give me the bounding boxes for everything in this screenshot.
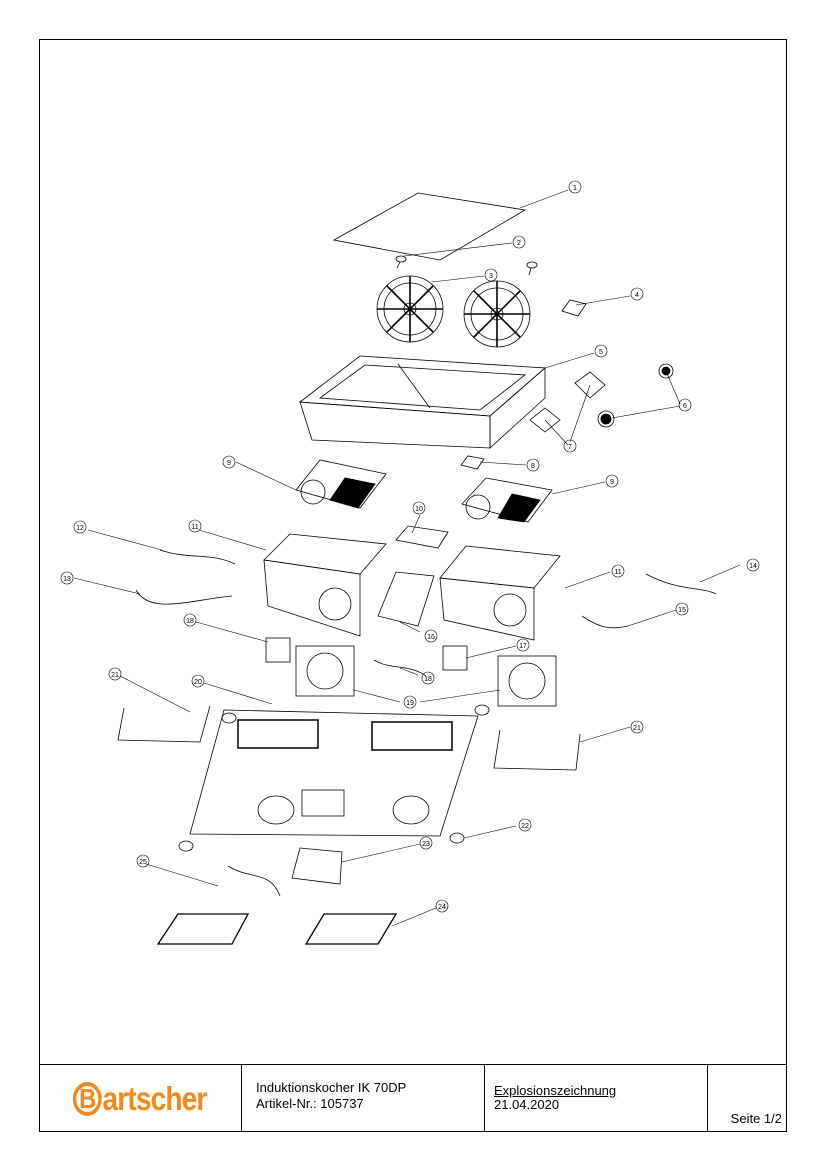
part-cable-25 bbox=[227, 865, 281, 897]
callout-9-left: 9 bbox=[227, 460, 231, 467]
callout-5: 5 bbox=[599, 349, 603, 356]
callout-8: 8 bbox=[531, 463, 535, 470]
callout-21-left: 21 bbox=[111, 672, 119, 679]
callout-6: 6 bbox=[683, 403, 687, 410]
part-coil-left bbox=[376, 275, 444, 343]
part-cover-plate bbox=[561, 299, 587, 317]
part-handle-left bbox=[117, 705, 211, 743]
callout-16: 16 bbox=[427, 634, 435, 641]
page-cell: Seite 1/2 bbox=[708, 1065, 787, 1132]
part-switch-plate-1 bbox=[574, 371, 606, 399]
product-name: Induktionskocher IK 70DP bbox=[256, 1080, 407, 1095]
callout-14: 14 bbox=[749, 563, 757, 570]
part-base-housing-right bbox=[439, 545, 561, 641]
part-cable-15 bbox=[581, 615, 629, 629]
part-base-housing-left bbox=[263, 533, 387, 637]
callout-circles bbox=[60, 180, 760, 913]
callout-21-right: 21 bbox=[633, 725, 641, 732]
part-coil-right bbox=[463, 280, 531, 348]
part-control-plate bbox=[377, 571, 435, 627]
part-small-sensor-left bbox=[395, 255, 407, 269]
part-handle-right bbox=[493, 729, 581, 771]
callout-25: 25 bbox=[139, 859, 147, 866]
part-foot-4 bbox=[449, 832, 465, 844]
callout-11-right: 11 bbox=[614, 569, 621, 576]
part-fan-left bbox=[265, 637, 291, 663]
part-cable-13 bbox=[135, 589, 233, 605]
part-housing bbox=[298, 355, 546, 449]
callout-15: 15 bbox=[678, 607, 686, 614]
part-foot-3 bbox=[178, 840, 194, 852]
callout-23: 23 bbox=[422, 841, 430, 848]
callout-9-right: 9 bbox=[610, 479, 614, 486]
callout-4: 4 bbox=[635, 292, 639, 299]
document-type: Explosionszeichnung bbox=[494, 1083, 617, 1098]
document-info-cell: Explosionszeichnung 21.04.2020 bbox=[485, 1065, 708, 1132]
part-switch-plate-2 bbox=[529, 407, 561, 433]
part-fan-right bbox=[442, 645, 468, 671]
callout-10: 10 bbox=[415, 506, 423, 513]
part-cable-14 bbox=[645, 573, 717, 595]
part-blower-left bbox=[295, 645, 355, 697]
callout-17: 17 bbox=[519, 643, 527, 650]
part-terminal-box bbox=[291, 847, 343, 885]
part-bracket bbox=[395, 525, 449, 549]
callout-13: 13 bbox=[63, 576, 71, 583]
article-number: Artikel-Nr.: 105737 bbox=[256, 1096, 364, 1111]
part-blower-right bbox=[497, 655, 557, 707]
part-glass-plate bbox=[332, 192, 527, 261]
callout-20: 20 bbox=[194, 679, 202, 686]
part-filter-left bbox=[156, 913, 250, 945]
part-power-board-left bbox=[295, 459, 387, 509]
part-knob-bottom bbox=[597, 410, 615, 428]
part-filter-right bbox=[304, 913, 398, 945]
part-foot-1 bbox=[221, 712, 237, 724]
callout-3: 3 bbox=[489, 273, 493, 280]
product-info-cell: Induktionskocher IK 70DP Artikel-Nr.: 10… bbox=[242, 1065, 485, 1132]
callout-18-fan: 18 bbox=[186, 618, 194, 625]
callout-11-left: 11 bbox=[191, 524, 198, 531]
callout-18: 18 bbox=[424, 676, 432, 683]
part-cable-18 bbox=[373, 659, 427, 677]
callout-labels: 1 2 3 4 5 6 7 8 9 9 10 11 11 12 13 14 15… bbox=[63, 185, 757, 911]
part-base-plate bbox=[189, 709, 479, 837]
part-power-board-right bbox=[461, 477, 553, 523]
part-foot-2 bbox=[474, 704, 490, 716]
page-number: Seite 1/2 bbox=[730, 1111, 782, 1126]
leader-lines bbox=[73, 189, 741, 927]
callout-1: 1 bbox=[573, 185, 577, 192]
part-small-board bbox=[460, 455, 485, 470]
document-date: 21.04.2020 bbox=[494, 1097, 560, 1112]
part-cable-12 bbox=[159, 549, 236, 565]
exploded-view-drawing: 1 2 3 4 5 6 7 8 9 9 10 11 11 12 13 14 15… bbox=[60, 180, 760, 945]
callout-22: 22 bbox=[521, 823, 529, 830]
drawing-frame bbox=[39, 39, 787, 1132]
callout-24: 24 bbox=[438, 904, 446, 911]
callout-12: 12 bbox=[76, 525, 84, 532]
part-small-sensor-right bbox=[526, 261, 538, 276]
callout-7: 7 bbox=[568, 444, 572, 451]
callout-19: 19 bbox=[406, 700, 414, 707]
callout-2: 2 bbox=[517, 240, 521, 247]
